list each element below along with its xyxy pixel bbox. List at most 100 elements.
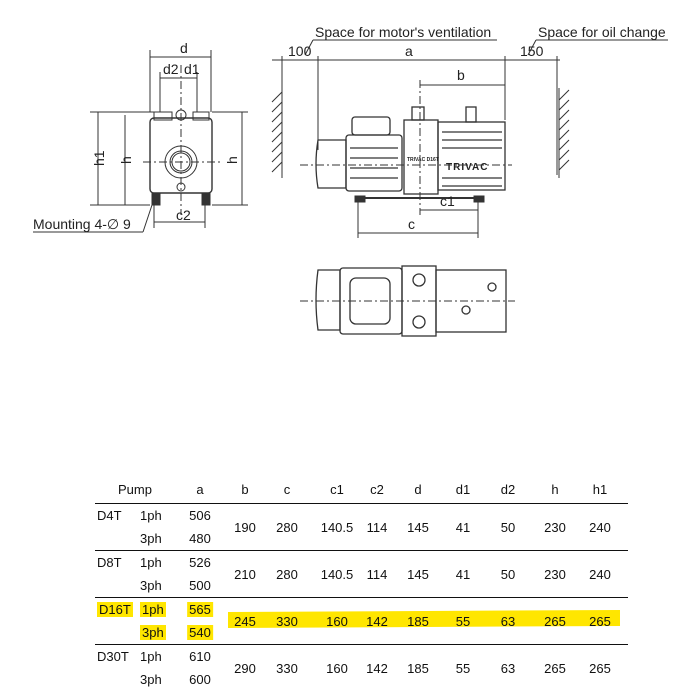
value-b-text: 210 xyxy=(234,567,256,582)
value-h: 230 xyxy=(544,520,566,535)
ventilation-label: Space for motor's ventilation xyxy=(315,24,491,40)
pump-model-text: D30T xyxy=(97,649,129,664)
dim-h-right-label: h xyxy=(224,156,240,164)
value-b: 290 xyxy=(234,661,256,676)
value-c: 280 xyxy=(276,520,298,535)
top-view xyxy=(300,265,515,337)
pump-model: D8T xyxy=(97,555,122,570)
column-header-b: b xyxy=(241,482,248,497)
dim-c1-label: c1 xyxy=(440,193,455,209)
mounting-label: Mounting 4-∅ 9 xyxy=(33,216,131,232)
value-h1-text: 240 xyxy=(589,567,611,582)
value-c2-text: 142 xyxy=(366,661,388,676)
column-header-h: h xyxy=(551,482,558,497)
value-c2: 114 xyxy=(367,520,388,535)
column-header-pump: Pump xyxy=(118,482,152,497)
value-a-1ph: 610 xyxy=(189,649,211,664)
side-view: Space for motor's ventilation Space for … xyxy=(271,24,668,238)
value-c: 330 xyxy=(276,614,298,629)
dim-h1-label: h1 xyxy=(91,150,107,166)
value-d-text: 145 xyxy=(407,567,429,582)
phase-3ph: 3ph xyxy=(140,578,162,593)
value-a-3ph-text: 480 xyxy=(189,531,211,546)
value-d: 145 xyxy=(407,567,429,582)
column-header-d2-text: d2 xyxy=(500,482,516,497)
dim-b-label: b xyxy=(457,67,465,83)
value-d1-text: 41 xyxy=(455,567,471,582)
value-b-text: 190 xyxy=(234,520,256,535)
phase-1ph-text: 1ph xyxy=(140,508,162,523)
value-c: 280 xyxy=(276,567,298,582)
pump-body-end xyxy=(149,117,213,194)
value-a-1ph-text: 565 xyxy=(187,602,213,617)
value-a-1ph-text: 610 xyxy=(189,649,211,664)
row-divider xyxy=(95,597,628,598)
value-h-text: 265 xyxy=(544,661,566,676)
value-d-text: 185 xyxy=(407,661,429,676)
phase-1ph: 1ph xyxy=(140,649,162,664)
value-h1: 240 xyxy=(589,567,611,582)
phase-1ph-text: 1ph xyxy=(140,555,162,570)
phase-3ph: 3ph xyxy=(140,625,166,640)
value-d-text: 185 xyxy=(407,614,429,629)
column-header-c2: c2 xyxy=(370,482,384,497)
column-header-c-text: c xyxy=(283,482,291,497)
column-header-d: d xyxy=(414,482,421,497)
phase-1ph: 1ph xyxy=(140,555,162,570)
dim-c-label: c xyxy=(408,216,415,232)
value-c2: 114 xyxy=(367,567,388,582)
value-a-1ph-text: 526 xyxy=(189,555,211,570)
value-d2-text: 63 xyxy=(500,614,516,629)
value-d2: 63 xyxy=(501,614,515,629)
phase-1ph-text: 1ph xyxy=(140,649,162,664)
value-d2-text: 63 xyxy=(500,661,516,676)
value-b-text: 245 xyxy=(234,614,256,629)
column-header-a: a xyxy=(196,482,203,497)
value-h: 230 xyxy=(544,567,566,582)
value-a-3ph-text: 600 xyxy=(189,672,211,687)
value-d: 145 xyxy=(407,520,429,535)
value-h1-text: 240 xyxy=(589,520,611,535)
phase-3ph: 3ph xyxy=(140,672,162,687)
value-a-3ph: 500 xyxy=(189,578,211,593)
dim-h-label: h xyxy=(118,156,134,164)
value-h1-text: 265 xyxy=(589,614,611,629)
end-view: d d2 d1 h1 h h c2 Mounting 4-∅ 9 xyxy=(33,40,248,233)
pump-model: D4T xyxy=(97,508,122,523)
phase-3ph-text: 3ph xyxy=(140,625,166,640)
value-h: 265 xyxy=(544,661,566,676)
value-a-3ph: 600 xyxy=(189,672,211,687)
value-b: 190 xyxy=(234,520,256,535)
value-a-1ph: 565 xyxy=(187,602,213,617)
value-a-3ph: 480 xyxy=(189,531,211,546)
value-h1: 265 xyxy=(589,661,611,676)
value-a-3ph-text: 540 xyxy=(187,625,213,640)
oil-change-label: Space for oil change xyxy=(538,24,666,40)
value-d: 185 xyxy=(407,614,429,629)
column-header-c1: c1 xyxy=(330,482,344,497)
wall-hatch-right xyxy=(558,88,570,178)
pump-model-text: D8T xyxy=(97,555,122,570)
value-c1: 140.5 xyxy=(321,567,354,582)
column-header-c: c xyxy=(284,482,291,497)
value-c-text: 280 xyxy=(276,567,298,582)
value-c-text: 330 xyxy=(276,661,298,676)
model-plate: TRIVAC D16T xyxy=(407,157,439,163)
value-h: 265 xyxy=(544,614,566,629)
value-d1-text: 55 xyxy=(455,614,471,629)
value-b-text: 290 xyxy=(234,661,256,676)
phase-3ph-text: 3ph xyxy=(140,578,162,593)
value-d2-text: 50 xyxy=(500,520,516,535)
phase-1ph: 1ph xyxy=(140,508,162,523)
column-header-c1-text: c1 xyxy=(330,482,344,497)
value-c-text: 280 xyxy=(276,520,298,535)
pump-model-text: D4T xyxy=(97,508,122,523)
value-d: 185 xyxy=(407,661,429,676)
value-b: 210 xyxy=(234,567,256,582)
value-a-1ph-text: 506 xyxy=(189,508,211,523)
value-c1: 140.5 xyxy=(321,520,354,535)
value-h1: 240 xyxy=(589,520,611,535)
value-d1-text: 41 xyxy=(455,520,471,535)
value-a-1ph: 526 xyxy=(189,555,211,570)
